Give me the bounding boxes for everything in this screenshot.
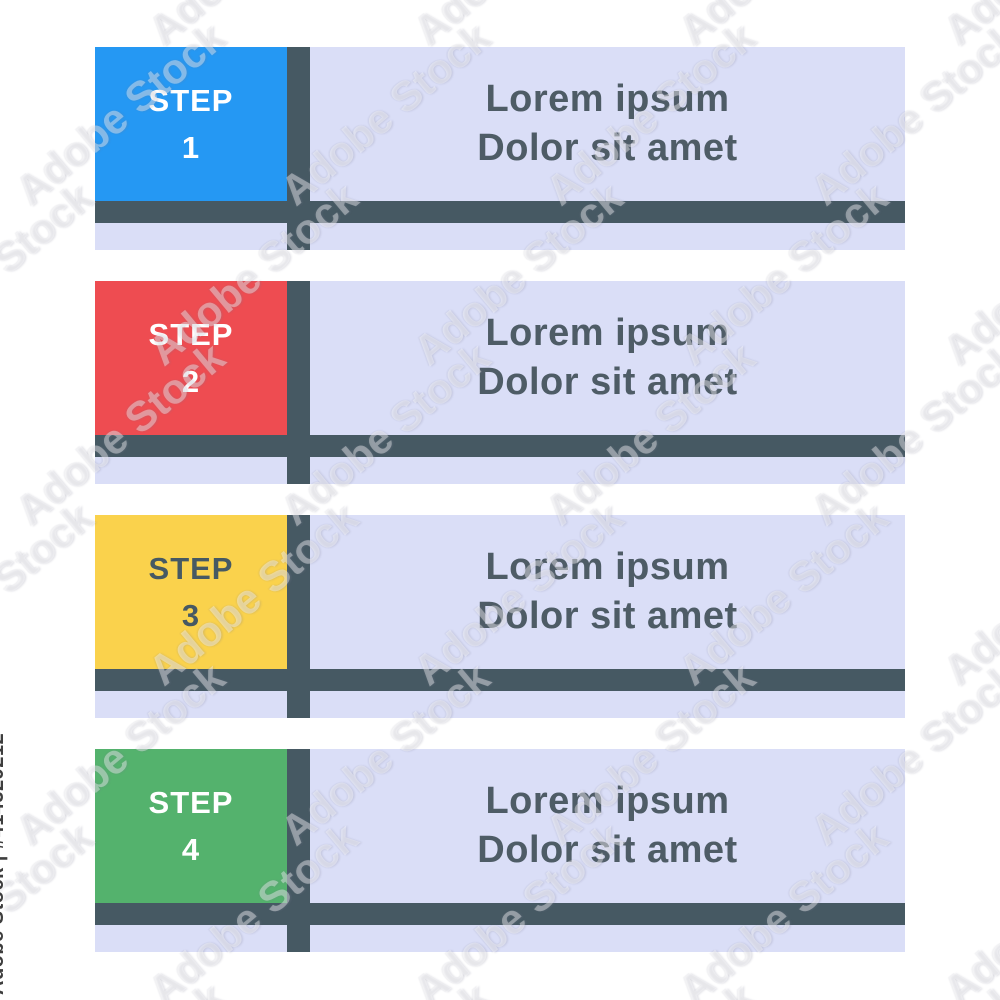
step-1-number: 1 <box>181 130 201 165</box>
adobe-stock-watermark-tile: Adobe Stock <box>272 973 499 1000</box>
step-2-vertical-bar <box>287 281 310 484</box>
step-3-horizontal-bar <box>95 669 905 691</box>
step-2-line1: Lorem ipsum <box>485 312 730 354</box>
step-1-line2: Dolor sit amet <box>477 127 738 169</box>
step-4-bottom-strip <box>95 925 905 952</box>
step-2-number: 2 <box>181 364 201 399</box>
adobe-stock-watermark-tile: Adobe Stock <box>537 973 764 1000</box>
step-1-line1: Lorem ipsum <box>485 78 730 120</box>
step-1-vertical-bar <box>287 47 310 250</box>
adobe-stock-watermark-tile: Adobe Stock <box>934 173 1000 375</box>
step-2-label: STEP <box>148 317 234 352</box>
adobe-stock-watermark-tile: Adobe Stock <box>0 813 102 1000</box>
step-4-vertical-bar <box>287 749 310 952</box>
adobe-stock-watermark-tile: Adobe Stock <box>7 973 234 1000</box>
step-2-badge: STEP 2 <box>95 281 287 435</box>
step-3-line2: Dolor sit amet <box>477 595 738 637</box>
step-4-line1: Lorem ipsum <box>485 780 730 822</box>
adobe-stock-watermark-tile: Adobe Stock <box>0 493 102 695</box>
step-row-3: Lorem ipsum Dolor sit amet STEP 3 <box>95 515 905 718</box>
step-3-number: 3 <box>181 598 201 633</box>
step-3-text-panel: Lorem ipsum Dolor sit amet <box>310 515 905 669</box>
step-1-text-panel: Lorem ipsum Dolor sit amet <box>310 47 905 201</box>
step-row-4: Lorem ipsum Dolor sit amet STEP 4 <box>95 749 905 952</box>
step-4-badge: STEP 4 <box>95 749 287 903</box>
step-2-bottom-strip <box>95 457 905 484</box>
adobe-stock-watermark-tile: Adobe Stock <box>0 0 102 55</box>
step-3-line1: Lorem ipsum <box>485 546 730 588</box>
step-4-number: 4 <box>181 832 201 867</box>
adobe-stock-watermark-tile: Adobe Stock <box>802 973 1000 1000</box>
adobe-stock-watermark-tile: Adobe Stock <box>934 493 1000 695</box>
step-4-label: STEP <box>148 785 234 820</box>
step-4-text-panel: Lorem ipsum Dolor sit amet <box>310 749 905 903</box>
adobe-stock-watermark-tile: Adobe Stock <box>934 813 1000 1000</box>
step-1-badge: STEP 1 <box>95 47 287 201</box>
step-3-bottom-strip <box>95 691 905 718</box>
step-2-line2: Dolor sit amet <box>477 361 738 403</box>
step-1-bottom-strip <box>95 223 905 250</box>
step-row-1: Lorem ipsum Dolor sit amet STEP 1 <box>95 47 905 250</box>
step-4-horizontal-bar <box>95 903 905 925</box>
step-3-badge: STEP 3 <box>95 515 287 669</box>
step-1-horizontal-bar <box>95 201 905 223</box>
step-3-label: STEP <box>148 551 234 586</box>
adobe-stock-watermark-tile: Adobe Stock <box>935 0 1000 55</box>
adobe-stock-watermark-tile: Adobe Stock <box>0 173 102 375</box>
stock-credit-text: Adobe Stock | #414329212 <box>0 732 8 995</box>
step-row-2: Lorem ipsum Dolor sit amet STEP 2 <box>95 281 905 484</box>
step-1-label: STEP <box>148 83 234 118</box>
step-4-line2: Dolor sit amet <box>477 829 738 871</box>
step-2-horizontal-bar <box>95 435 905 457</box>
step-2-text-panel: Lorem ipsum Dolor sit amet <box>310 281 905 435</box>
step-3-vertical-bar <box>287 515 310 718</box>
